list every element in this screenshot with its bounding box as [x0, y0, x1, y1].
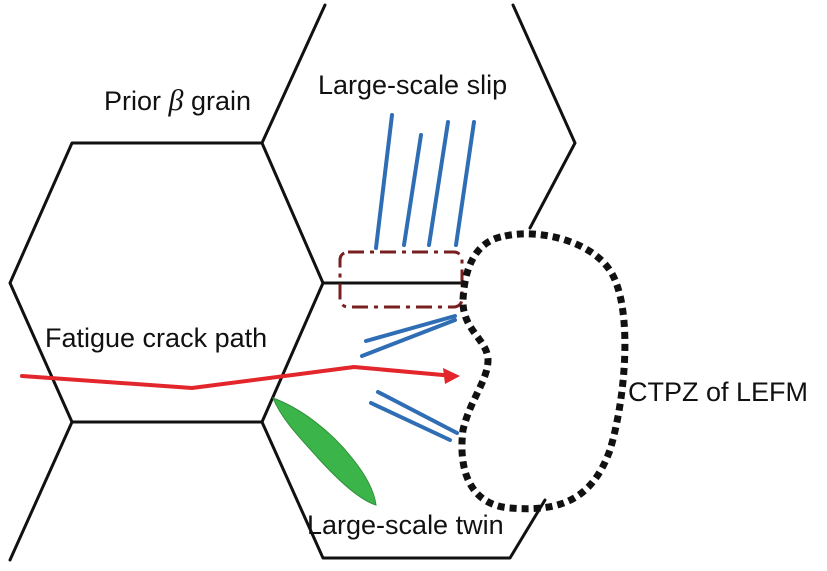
slip-line	[454, 120, 476, 247]
grain-boundary-bottom	[8, 420, 547, 562]
beta-symbol: β	[168, 84, 184, 117]
twin-shape	[272, 397, 377, 506]
crack-path-line	[20, 365, 456, 390]
ctpz-label: CTPZ of LEFM	[628, 377, 809, 407]
slip-line	[402, 133, 423, 247]
slip-line	[376, 390, 459, 435]
ctpz-outline	[458, 230, 629, 513]
slip-line	[364, 314, 457, 343]
crack-path	[20, 365, 460, 390]
large-scale-twin-label: Large-scale twin	[307, 510, 504, 540]
slip-lines	[360, 113, 476, 442]
prior-grain-suffix: grain	[191, 86, 252, 116]
grain-boundary-top-right	[260, 3, 577, 230]
fatigue-crack-path-label: Fatigue crack path	[45, 323, 268, 353]
prior-grain-prefix: Prior	[104, 86, 162, 116]
large-scale-slip-label: Large-scale slip	[318, 70, 508, 100]
slip-line	[374, 113, 394, 250]
slip-line	[369, 401, 452, 442]
dash-dot-box	[338, 250, 464, 309]
grain-boundaries	[8, 3, 577, 562]
slip-line	[427, 120, 450, 247]
crack-arrow-head	[443, 368, 460, 384]
prior-grain-label: Prior β grain	[104, 86, 251, 116]
slip-line	[360, 318, 457, 358]
